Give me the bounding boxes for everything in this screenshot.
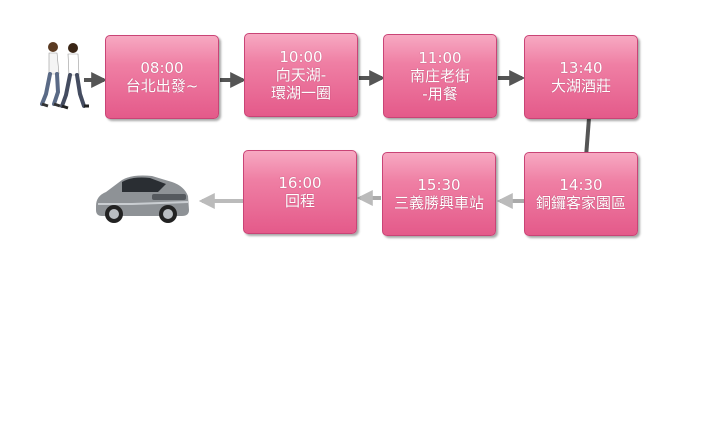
step-box-5: 14:30 銅鑼客家園區	[524, 152, 638, 236]
step-1-time: 08:00	[140, 59, 184, 77]
step-box-4: 13:40 大湖酒莊	[524, 35, 638, 119]
step-3-place: 南庄老街	[409, 67, 470, 85]
step-1-place: 台北出發~	[125, 77, 199, 95]
car-icon	[96, 175, 189, 223]
step-4-time: 13:40	[559, 59, 603, 77]
step-box-7: 16:00 回程	[243, 150, 357, 234]
step-box-1: 08:00 台北出發~	[105, 35, 219, 119]
step-4-place: 大湖酒莊	[550, 77, 611, 95]
step-6-place: 三義勝興車站	[393, 194, 484, 212]
step-5-time: 14:30	[559, 176, 603, 194]
step-7-time: 16:00	[278, 174, 322, 192]
step-box-3: 11:00 南庄老街 -用餐	[383, 34, 497, 118]
walking-people-icon	[40, 42, 89, 110]
step-2-time: 10:00	[279, 48, 323, 66]
step-6-time: 15:30	[417, 176, 461, 194]
step-7-place: 回程	[284, 192, 315, 210]
step-2-place: 向天湖-	[275, 66, 327, 84]
step-box-2: 10:00 向天湖- 環湖一圈	[244, 33, 358, 117]
step-5-place: 銅鑼客家園區	[535, 194, 626, 212]
step-box-6: 15:30 三義勝興車站	[382, 152, 496, 236]
step-3-time: 11:00	[418, 49, 462, 67]
step-3-place-line2: -用餐	[422, 85, 458, 103]
step-2-place-line2: 環湖一圈	[270, 84, 331, 102]
